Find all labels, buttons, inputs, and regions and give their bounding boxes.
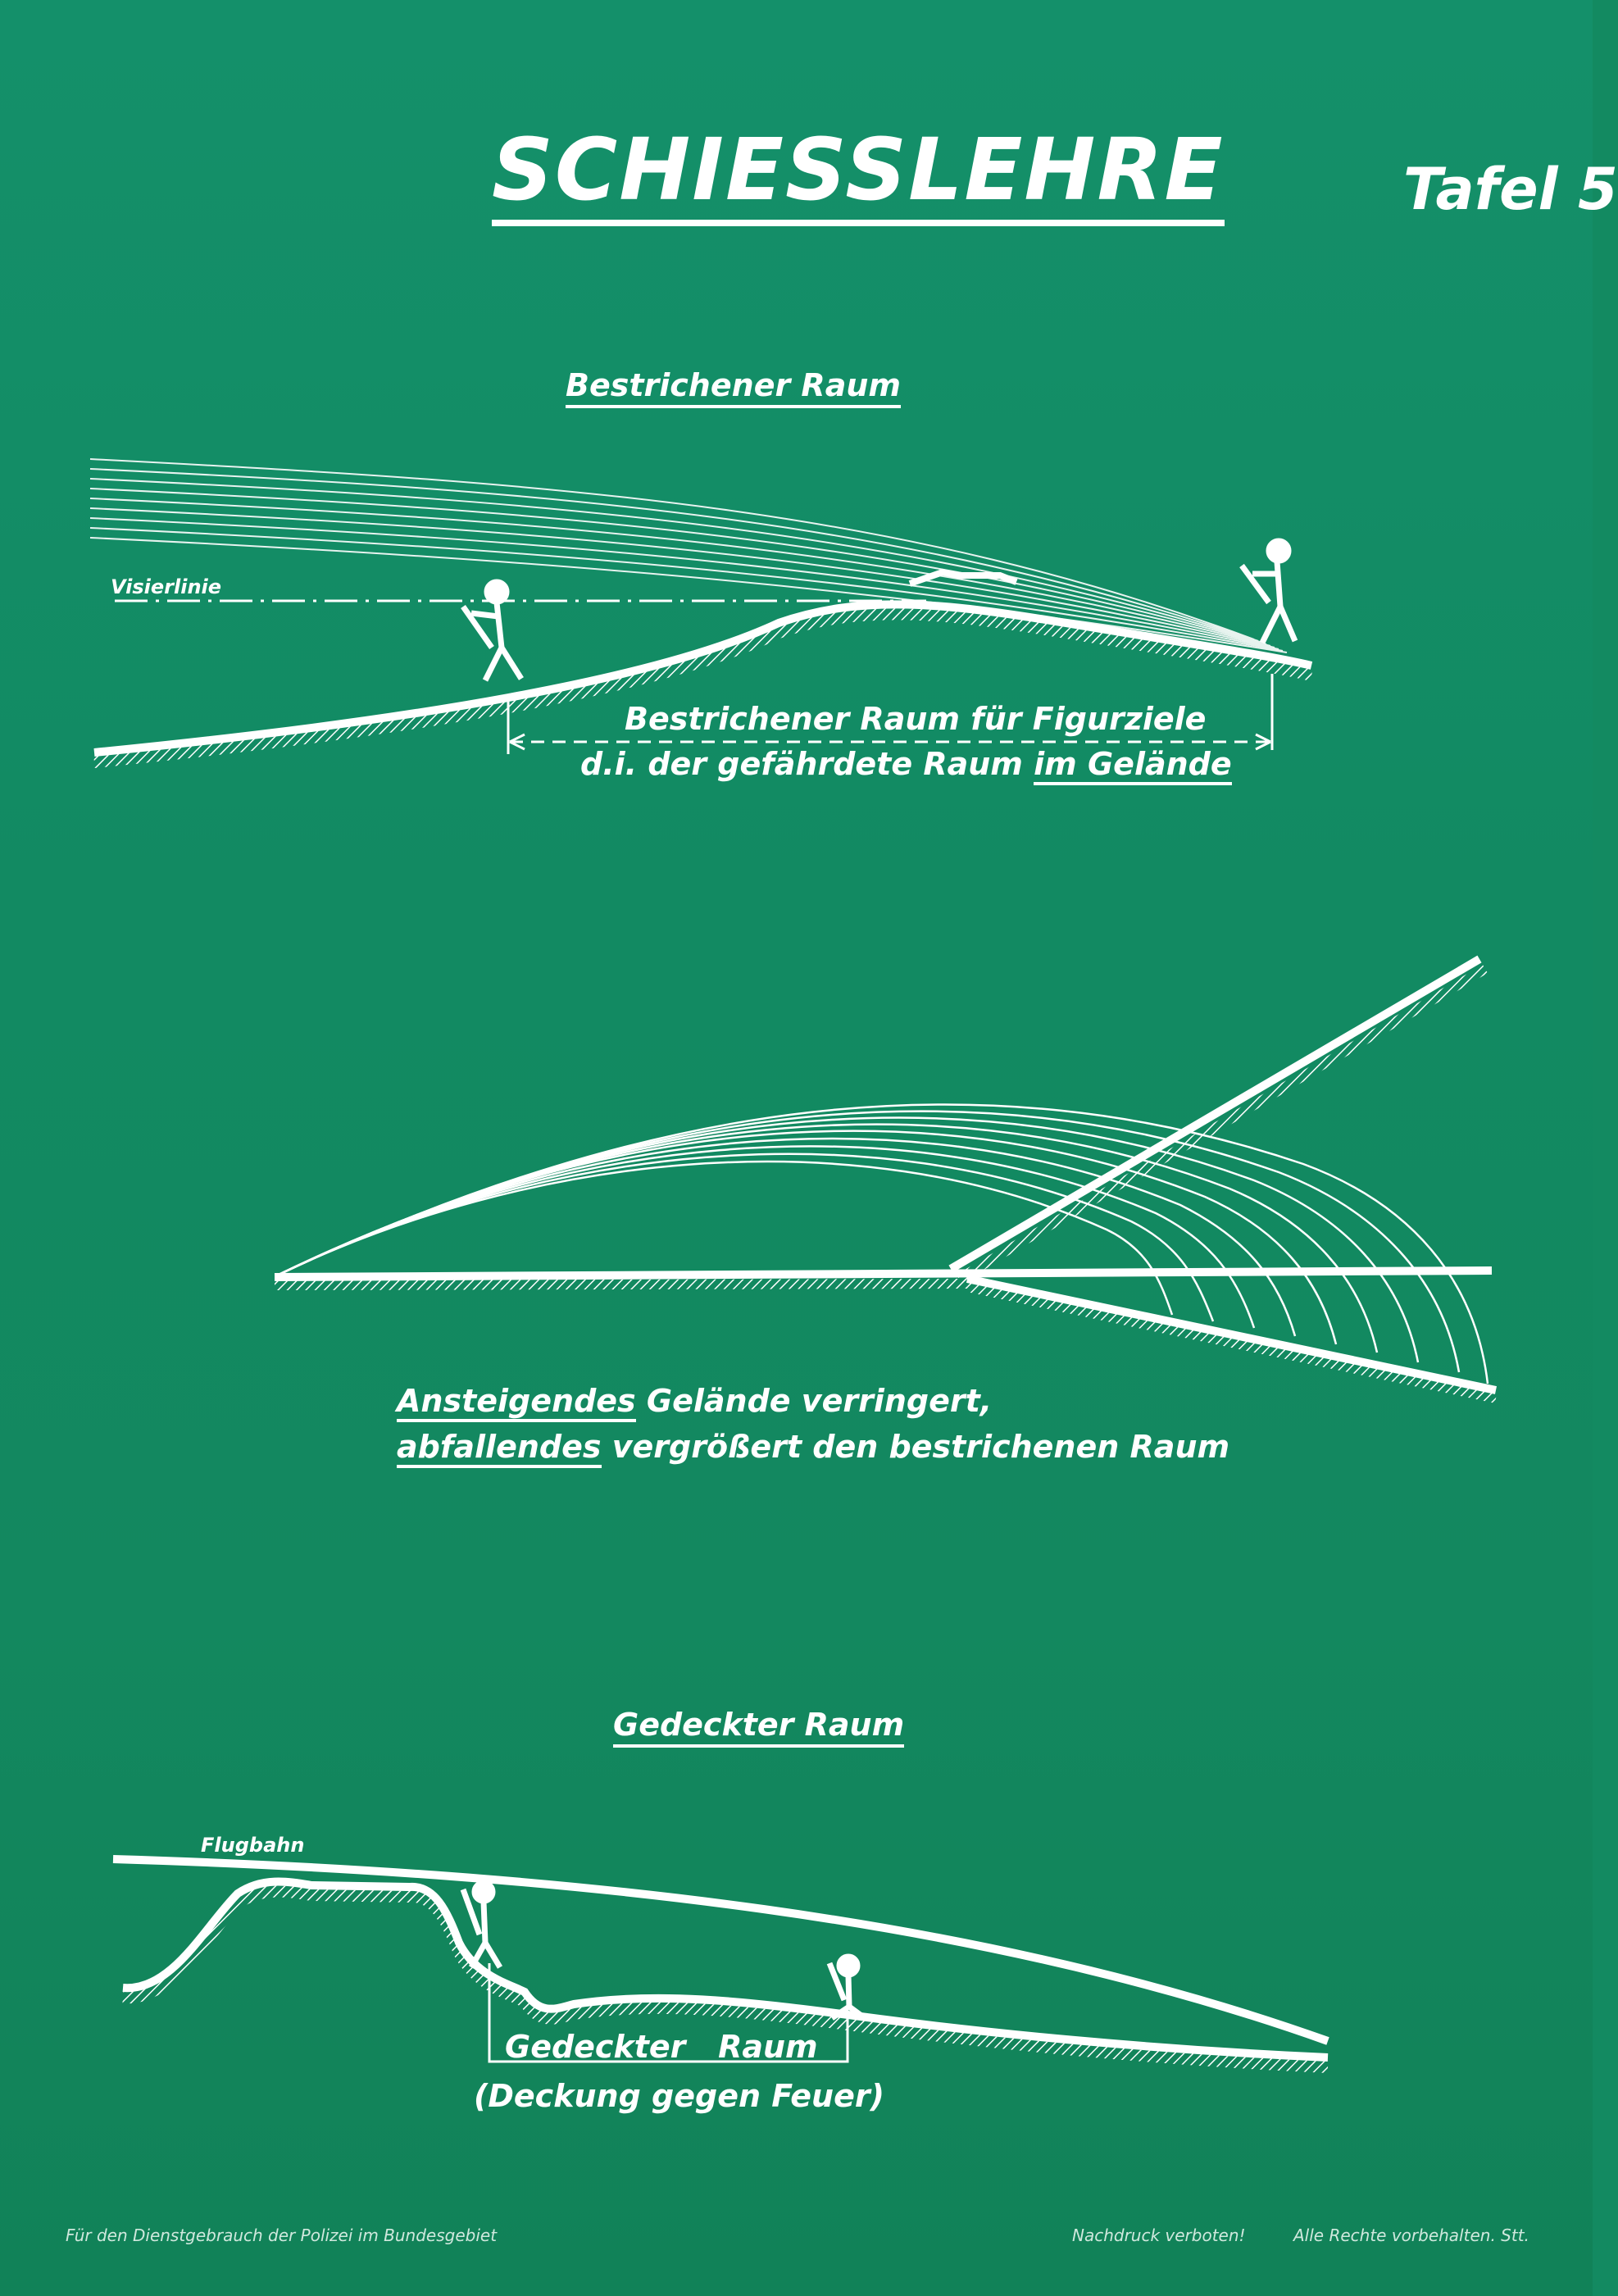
- dead-ground-caption-line2: (Deckung gegen Feuer): [474, 2078, 884, 2114]
- grazing-caption-line2-text: d.i. der gefährdete Raum: [580, 746, 1023, 782]
- trajectory-line: [112, 1855, 1329, 2045]
- trajectory-label: Flugbahn: [201, 1834, 305, 1857]
- soldier-in-open-icon: [826, 1953, 867, 2021]
- prone-shooter-icon: [908, 568, 1018, 587]
- slope-caption-line2: abfallendes vergrößert den bestrichenen …: [397, 1429, 1230, 1468]
- section-heading-gedeckter-raum: Gedeckter Raum: [613, 1707, 905, 1748]
- footer-usage-note: Für den Dienstgebrauch der Polizei im Bu…: [66, 2226, 498, 2245]
- sight-line-label: Visierlinie: [111, 575, 222, 598]
- terrain-hatching: [93, 608, 1313, 768]
- diagram-grazing-fire: [89, 458, 1313, 768]
- grazing-caption-line2-underlined: im Gelände: [1034, 746, 1232, 785]
- plate-number: Tafel 5: [1403, 156, 1618, 223]
- trajectory-fan: [278, 1103, 1489, 1384]
- grazing-caption-line2: d.i. der gefährdete Raum im Gelände: [580, 746, 1232, 785]
- terrain-profile: [93, 600, 1313, 757]
- slope-caption-falling-rest: vergrößert den bestrichenen Raum: [611, 1429, 1230, 1465]
- dimension-arrows: [509, 733, 1271, 751]
- slope-caption-falling: abfallendes: [397, 1429, 602, 1468]
- level-ground: [274, 1266, 1493, 1281]
- slope-caption-rising-rest: Gelände verringert,: [646, 1383, 993, 1419]
- soldier-behind-cover-icon: [460, 1880, 503, 1969]
- diagram-slopes: [274, 955, 1498, 1403]
- slope-caption-line1: Ansteigendes Gelände verringert,: [397, 1383, 993, 1422]
- trajectory-bundle: [89, 458, 1288, 653]
- section-heading-bestrichener-raum: Bestrichener Raum: [566, 367, 901, 408]
- rising-slope: [948, 955, 1482, 1273]
- soldier-figure-left-icon: [461, 579, 524, 682]
- soldier-figure-right-icon: [1239, 538, 1298, 644]
- footer-rights: Alle Rechte vorbehalten. Stt.: [1293, 2226, 1529, 2245]
- dead-ground-caption-line1: Gedeckter Raum: [505, 2029, 818, 2065]
- grazing-caption-line1: Bestrichener Raum für Figurziele: [625, 701, 1207, 737]
- dead-ground-bracket: [488, 1963, 849, 2063]
- terrain-hatching-3: [122, 1885, 1329, 2073]
- falling-slope: [966, 1275, 1498, 1394]
- poster-title: SCHIESSLEHRE: [492, 123, 1225, 227]
- footer-reprint-notice: Nachdruck verboten!: [1072, 2226, 1246, 2245]
- slope-caption-rising: Ansteigendes: [397, 1383, 636, 1422]
- diagram-dead-ground: [112, 1855, 1329, 2073]
- terrain-with-cover: [122, 1877, 1329, 2062]
